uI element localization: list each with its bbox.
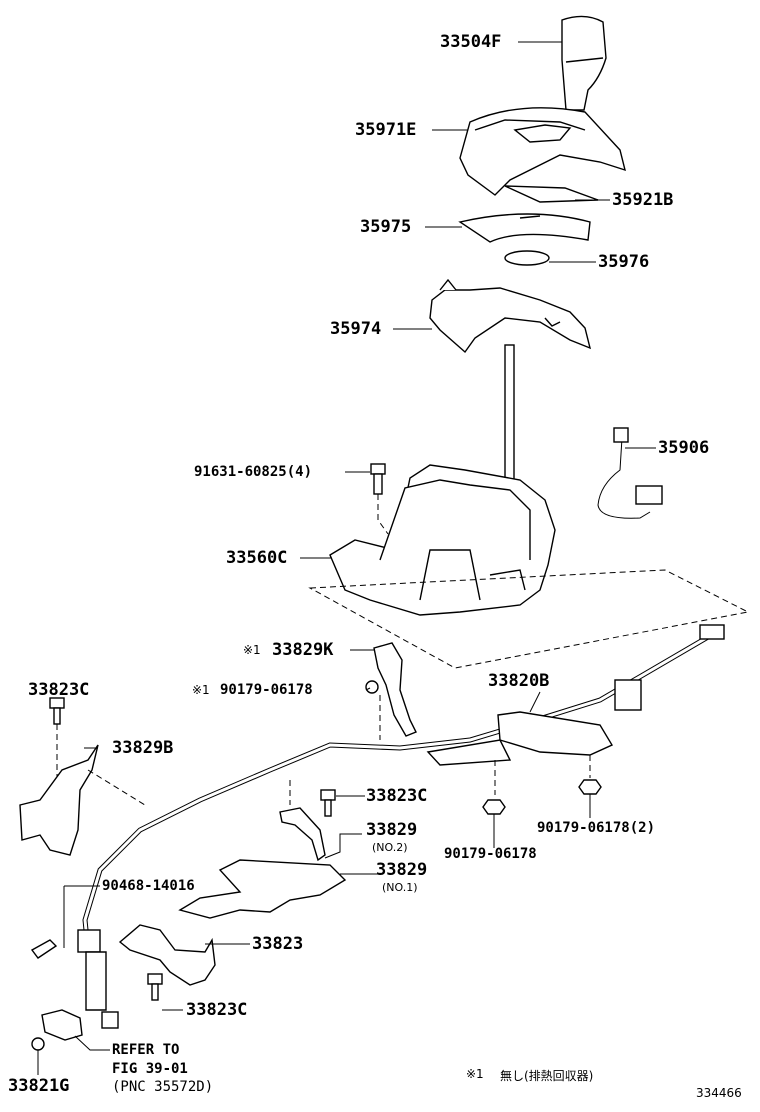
slide-cover [458, 213, 591, 243]
label-35971e: 35971E [355, 120, 417, 140]
label-33823c-left: 33823C [28, 680, 90, 700]
figure-number: 334466 [696, 1086, 742, 1100]
label-33829b: 33829B [112, 738, 174, 758]
label-33829-no2-sub: (NO.2) [372, 841, 408, 854]
bolt-33823c-middle [320, 789, 336, 817]
shift-knob [561, 15, 607, 111]
label-35921b: 35921B [612, 190, 674, 210]
label-35975: 35975 [360, 217, 412, 237]
bolt-91631 [370, 463, 386, 495]
note-mark-33829k: ※1 [243, 643, 261, 657]
shift-lever-assembly [329, 464, 556, 616]
bolt-33823c-left [49, 697, 65, 725]
label-33829-no1-sub: (NO.1) [382, 881, 418, 894]
nut-90179-b [482, 799, 506, 815]
label-33829-no2: 33829 [366, 820, 418, 840]
label-35976: 35976 [598, 252, 650, 272]
label-90179-a: 90179-06178 [220, 682, 313, 698]
cable-bracket-33820b [426, 624, 725, 766]
footnote-mark: ※1 [466, 1067, 484, 1081]
label-33504f: 33504F [440, 32, 502, 52]
refer-line-2: FIG 39-01 [112, 1061, 188, 1077]
position-panel [429, 278, 592, 354]
label-33823c-lower: 33823C [186, 1000, 248, 1020]
label-35906: 35906 [658, 438, 710, 458]
label-90468: 90468-14016 [102, 878, 195, 894]
bracket-33829-no2 [279, 807, 326, 862]
label-33820b: 33820B [488, 671, 550, 691]
label-33821g: 33821G [8, 1076, 70, 1096]
disc-35976 [504, 250, 550, 266]
label-90179-b: 90179-06178 [444, 846, 537, 862]
bracket-33823 [118, 924, 216, 986]
label-33560c: 33560C [226, 548, 288, 568]
label-90179-c: 90179-06178(2) [537, 820, 656, 836]
clamp-33821g [31, 1009, 83, 1051]
leader-lines [37, 41, 656, 1075]
shift-lever-rod [504, 344, 515, 486]
bracket-33829-no1 [178, 859, 347, 919]
clip-90468 [30, 939, 58, 959]
footnote-text: 無し(排熱回収器) [500, 1069, 594, 1083]
cable-boot [77, 929, 119, 1029]
label-33823: 33823 [252, 934, 304, 954]
label-33829-no1: 33829 [376, 860, 428, 880]
bracket-33829k [373, 642, 417, 737]
label-33829k: 33829K [272, 640, 334, 660]
label-91631: 91631-60825(4) [194, 464, 313, 480]
label-33823c-middle: 33823C [366, 786, 428, 806]
nut-90179-a [365, 680, 379, 694]
indicator-housing [459, 107, 626, 196]
note-mark-90179: ※1 [192, 683, 210, 697]
bracket-33829b [19, 744, 99, 856]
nut-90179-c [578, 779, 602, 795]
bolt-33823c-lower [147, 973, 163, 1001]
label-35974: 35974 [330, 319, 382, 339]
refer-line-3: (PNC 35572D) [112, 1079, 214, 1095]
sensor-wire [597, 427, 663, 519]
refer-line-1: REFER TO [112, 1042, 180, 1058]
